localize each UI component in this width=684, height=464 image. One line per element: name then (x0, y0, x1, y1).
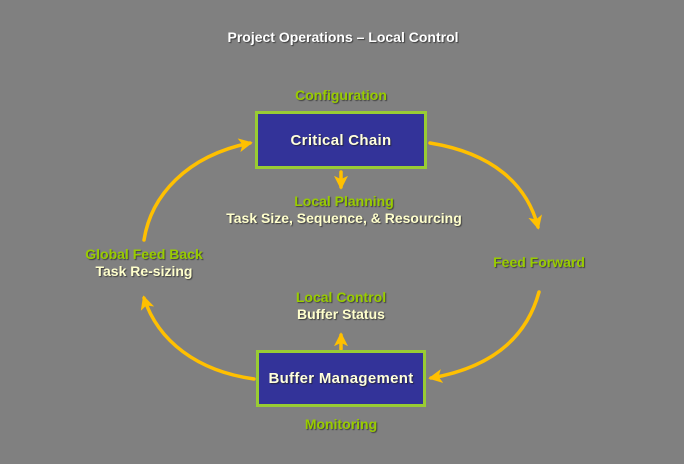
configuration-label: Configuration (295, 87, 387, 103)
critical-chain-label: Critical Chain (290, 131, 392, 149)
feed-forward-label: Feed Forward (493, 254, 585, 270)
task-resizing-label: Task Re-sizing (95, 263, 193, 279)
global-feedback-block: Global Feed Back Task Re-sizing (85, 246, 202, 280)
buffer-status-label: Buffer Status (297, 306, 385, 322)
task-size-label: Task Size, Sequence, & Resourcing (226, 210, 462, 226)
arc-critical-chain-to-feed-forward (428, 141, 542, 230)
arc-buffer-management-to-feedback (140, 295, 256, 381)
local-planning-block: Local Planning Task Size, Sequence, & Re… (226, 193, 461, 227)
arc-feedback-to-critical-chain (142, 138, 253, 242)
local-control-block: Local Control Buffer Status (296, 289, 386, 323)
critical-chain-node: Critical Chain (255, 111, 427, 169)
global-feed-back-label: Global Feed Back (85, 246, 203, 262)
local-planning-label: Local Planning (294, 193, 394, 209)
buffer-management-node: Buffer Management (256, 350, 426, 407)
buffer-management-label: Buffer Management (268, 370, 414, 387)
diagram-title: Project Operations – Local Control (227, 29, 459, 45)
arc-feed-forward-to-buffer-management (428, 290, 541, 383)
monitoring-label: Monitoring (304, 416, 378, 432)
local-control-label: Local Control (295, 289, 387, 305)
